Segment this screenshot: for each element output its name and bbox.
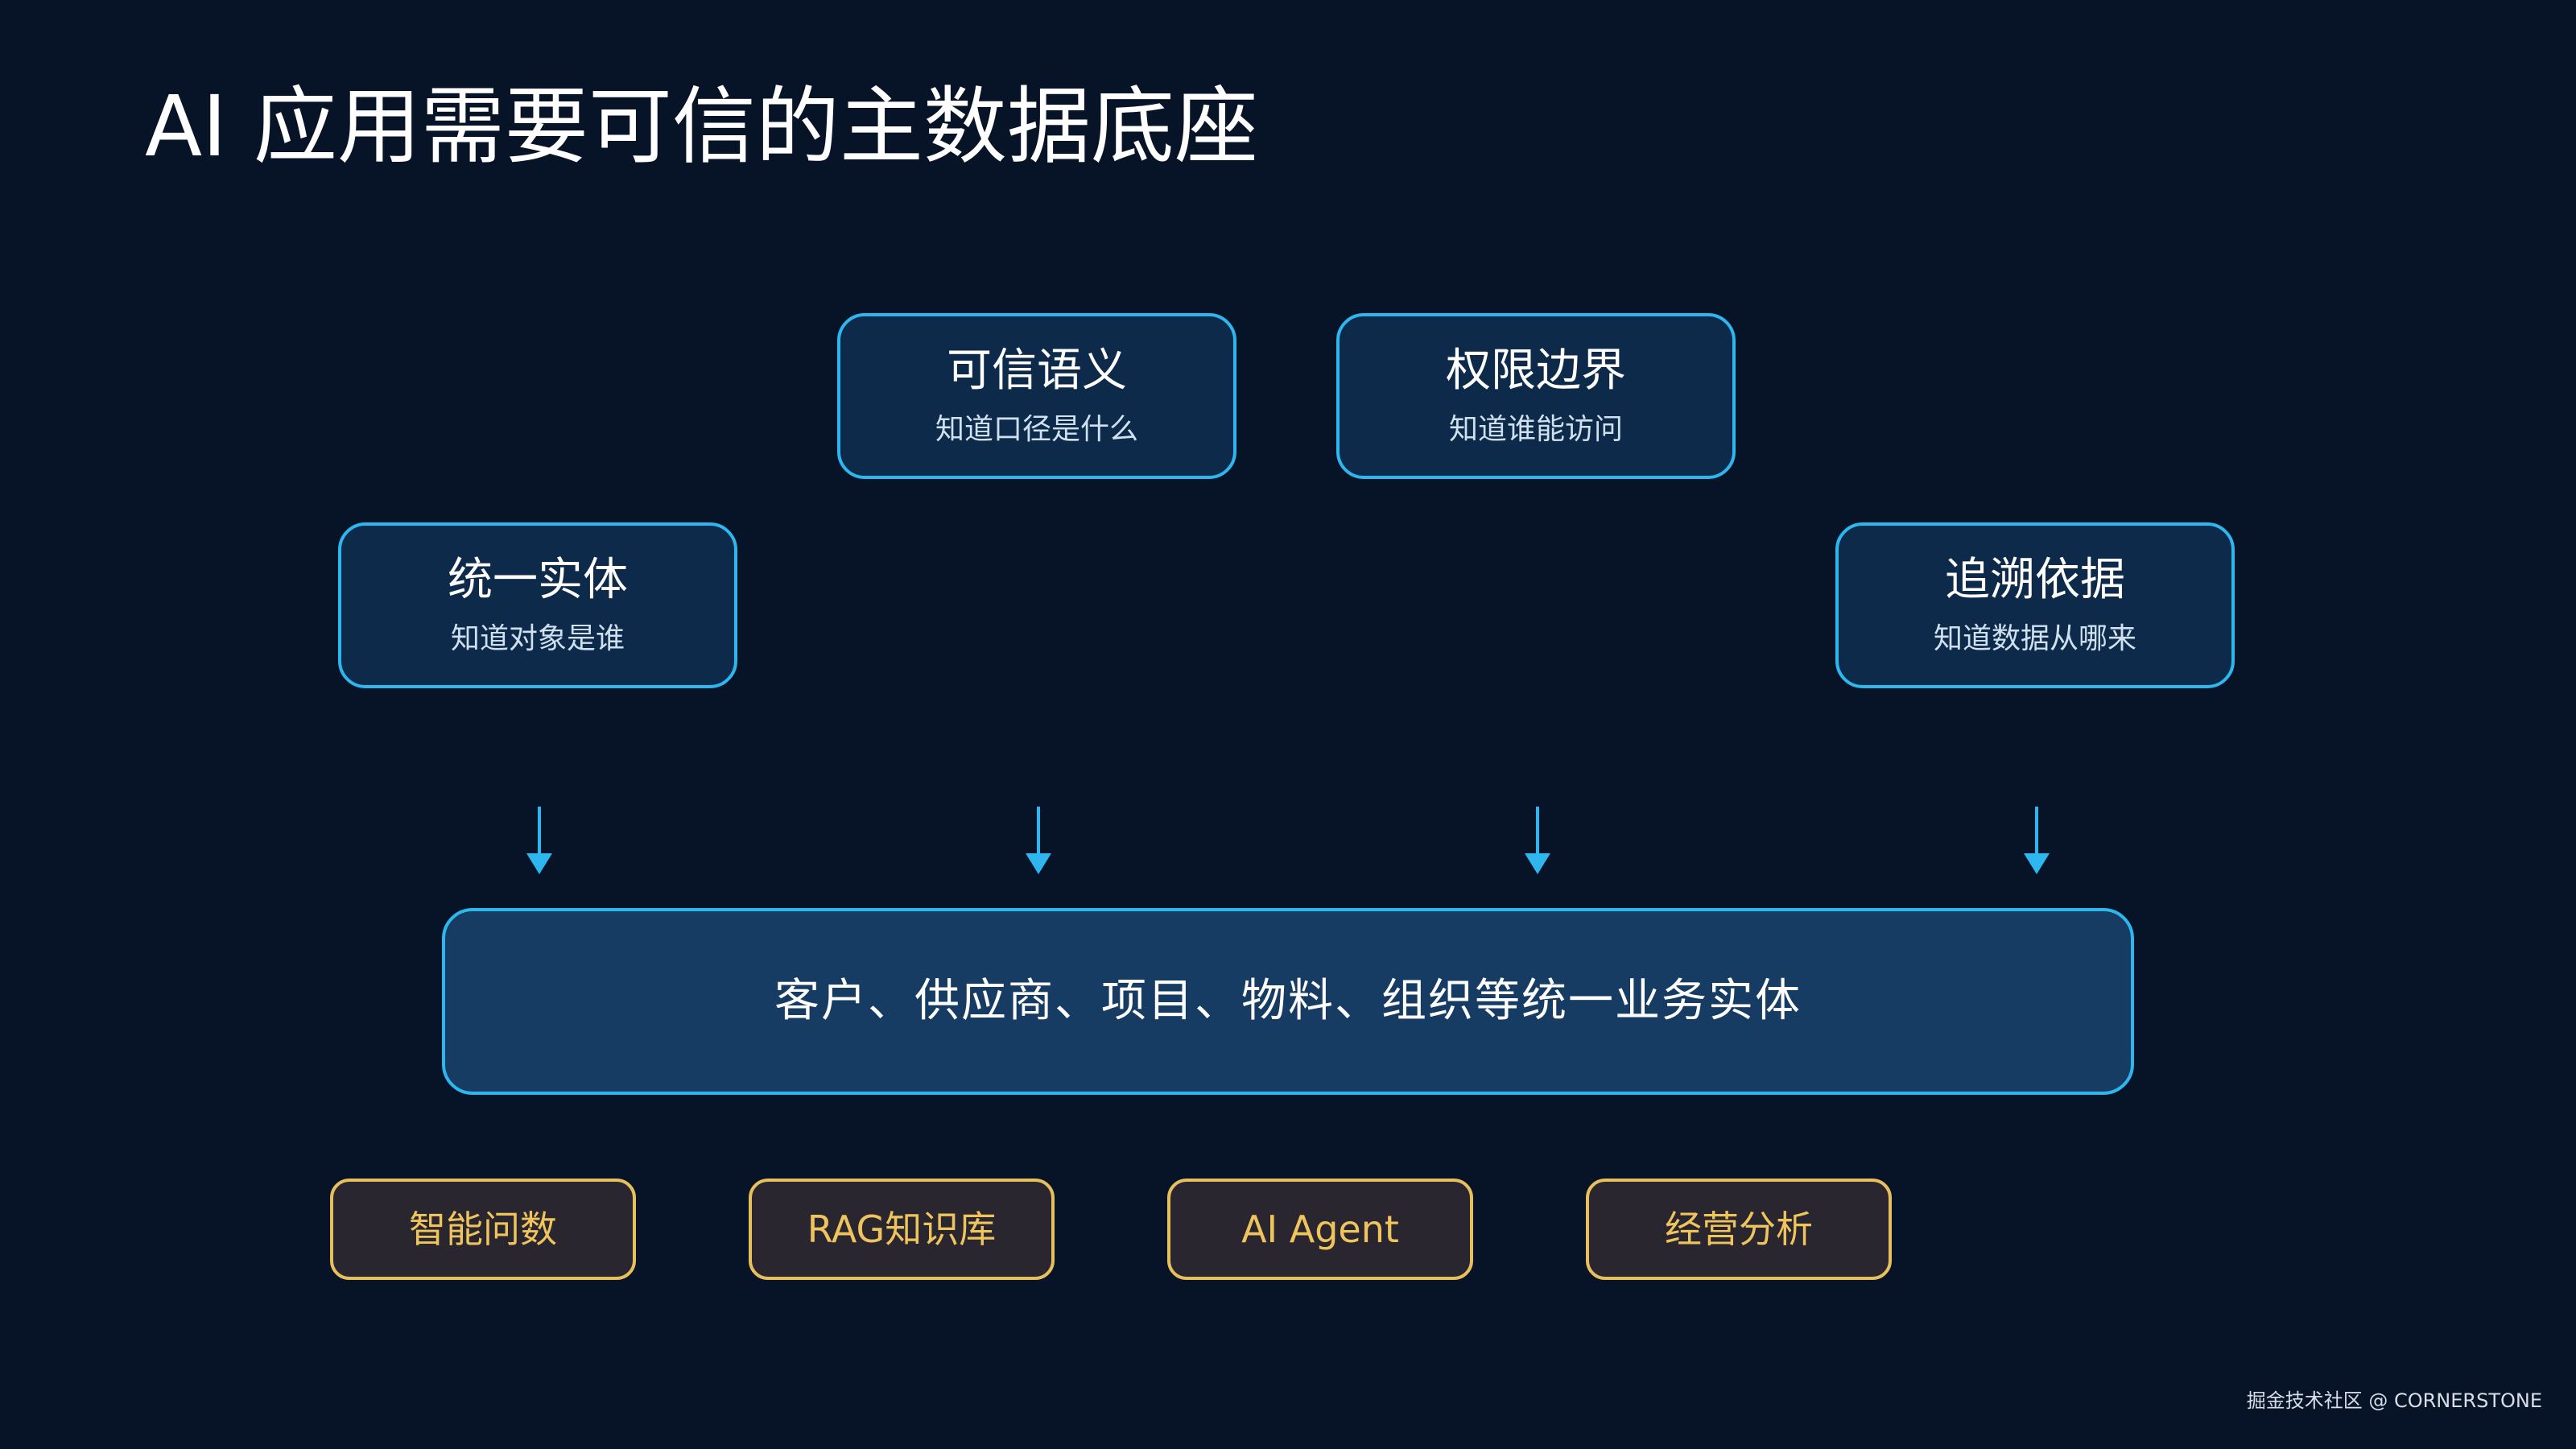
arrow-down-icon [1525,807,1550,874]
pillar-permission-boundary: 权限边界 知道谁能访问 [1336,313,1736,479]
pillar-subtitle: 知道对象是谁 [450,622,625,655]
pillar-subtitle: 知道谁能访问 [1448,413,1623,446]
pillar-trusted-semantics: 可信语义 知道口径是什么 [837,313,1236,479]
app-label: 经营分析 [1665,1208,1813,1251]
app-label: RAG知识库 [807,1208,997,1251]
app-rag-knowledge-base: RAG知识库 [749,1179,1055,1280]
pillar-subtitle: 知道数据从哪来 [1933,622,2136,655]
pillar-subtitle: 知道口径是什么 [935,413,1138,446]
source-credit: 掘金技术社区 @ CORNERSTONE [2246,1389,2542,1412]
pillar-title: 统一实体 [448,554,628,606]
pillar-traceability: 追溯依据 知道数据从哪来 [1835,522,2235,688]
app-smart-query: 智能问数 [330,1179,636,1280]
pillar-unified-entity: 统一实体 知道对象是谁 [338,522,737,688]
foundation-label: 客户、供应商、项目、物料、组织等统一业务实体 [774,975,1802,1027]
pillar-title: 权限边界 [1446,345,1626,397]
app-ai-agent: AI Agent [1167,1179,1473,1280]
app-business-analysis: 经营分析 [1586,1179,1892,1280]
pillar-title: 可信语义 [947,345,1127,397]
pillar-title: 追溯依据 [1945,554,2125,606]
arrow-down-icon [526,807,552,874]
master-data-foundation: 客户、供应商、项目、物料、组织等统一业务实体 [442,908,2134,1095]
arrow-down-icon [1026,807,1051,874]
app-label: AI Agent [1241,1208,1399,1251]
app-label: 智能问数 [409,1208,557,1251]
arrow-down-icon [2024,807,2050,874]
page-title: AI 应用需要可信的主数据底座 [145,77,1258,175]
